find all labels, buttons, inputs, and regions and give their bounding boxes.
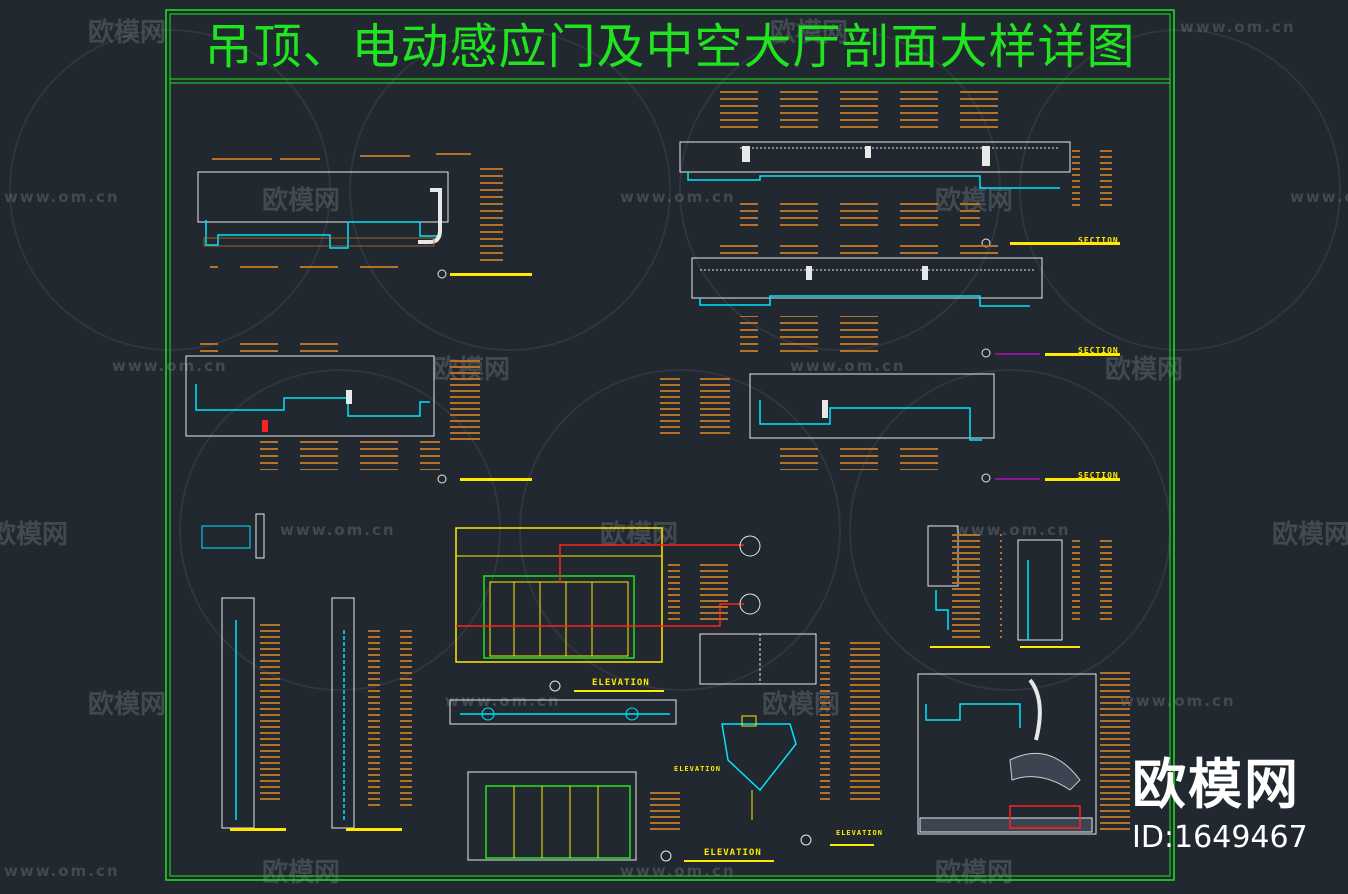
watermark-url: www.om.cn <box>445 692 561 710</box>
brand-name: 欧模网 <box>1132 753 1300 816</box>
door-elevation-1 <box>455 527 761 692</box>
section-detail-b <box>679 90 1120 248</box>
watermark-logo: 欧模网 <box>88 18 167 48</box>
watermark-url: www.om.cn <box>4 188 120 206</box>
atrium-section <box>917 670 1134 835</box>
section-label: SECTION <box>1078 236 1119 245</box>
section-detail-d <box>185 340 532 484</box>
watermark-url: www.om.cn <box>112 357 228 375</box>
watermark-logo: 欧模网 <box>88 690 167 720</box>
watermark-url: www.om.cn <box>1180 18 1296 36</box>
section-detail-a <box>197 153 532 279</box>
watermark-url: www.om.cn <box>1290 188 1348 206</box>
watermark-url: www.om.cn <box>4 862 120 880</box>
watermark-url: www.om.cn <box>790 357 906 375</box>
elevation-label: ELEVATION <box>674 765 721 773</box>
watermark-logo: 欧模网 <box>262 186 341 216</box>
elevation-label: ELEVATION <box>836 829 883 837</box>
elevation-label: ELEVATION <box>592 678 650 688</box>
brand-id: ID:1649467 <box>1132 820 1308 855</box>
watermark-url: www.om.cn <box>280 521 396 539</box>
watermark-logo: 欧模网 <box>262 858 341 888</box>
watermark-logo: 欧模网 <box>1272 520 1348 550</box>
drawing-title: 吊顶、电动感应门及中空大厅剖面大样详图 <box>204 19 1136 75</box>
section-label: SECTION <box>1078 471 1119 480</box>
brand-stamp: 欧模网 ID:1649467 <box>1132 752 1308 858</box>
section-label: SECTION <box>1078 346 1119 355</box>
watermark-logo: 欧模网 <box>0 520 69 550</box>
section-detail-e <box>660 373 1120 483</box>
watermark-url: www.om.cn <box>1120 692 1236 710</box>
door-elevation-2 <box>467 771 774 862</box>
watermark-logo: 欧模网 <box>935 858 1014 888</box>
small-detail-left <box>201 513 412 831</box>
elevation-label: ELEVATION <box>704 848 762 858</box>
section-detail-c <box>691 240 1120 358</box>
door-plan <box>449 699 677 725</box>
small-detail-right <box>927 525 1112 648</box>
door-head-detail <box>699 633 880 846</box>
watermark-logo: 欧模网 <box>770 18 849 48</box>
watermark-url: www.om.cn <box>620 188 736 206</box>
